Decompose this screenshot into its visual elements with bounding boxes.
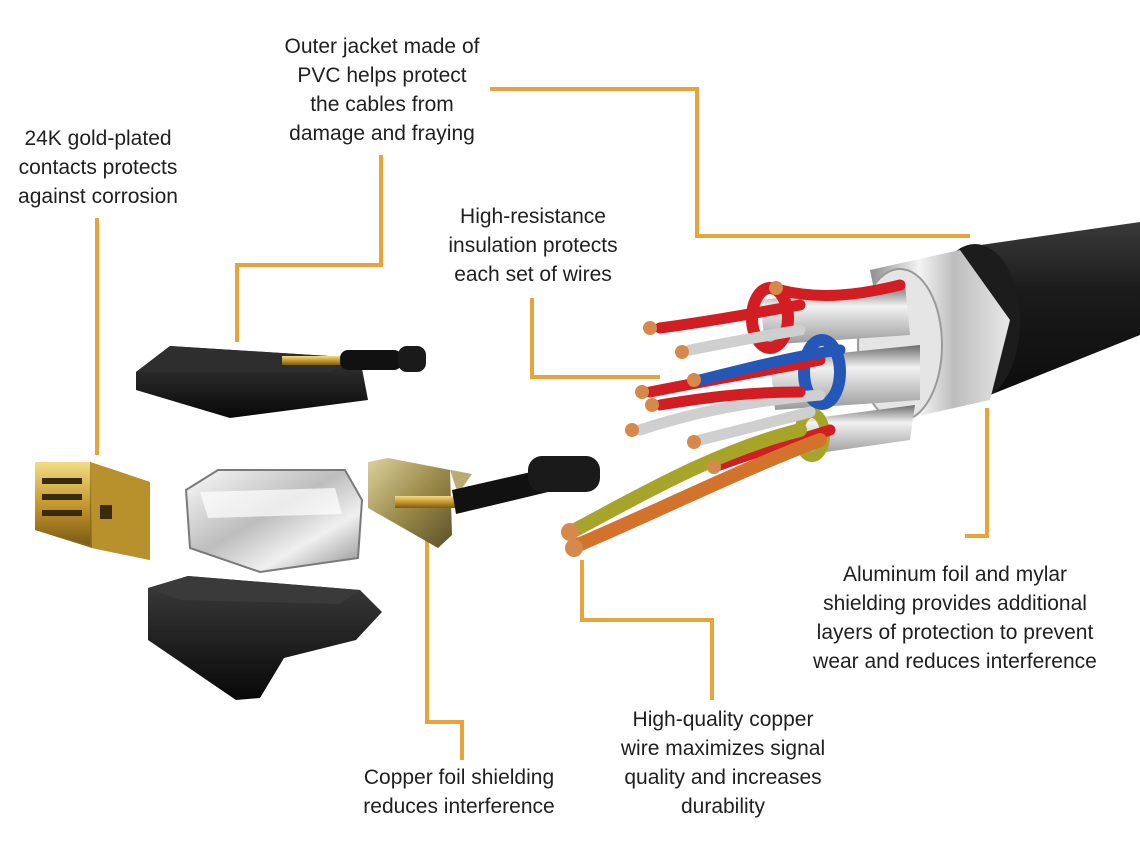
leader-lines xyxy=(95,87,989,760)
leader-insulation xyxy=(530,298,660,379)
callout-gold-contacts: 24K gold-plated contacts protects agains… xyxy=(18,127,178,208)
gold-connector xyxy=(35,462,150,560)
leader-copper-foil-shell xyxy=(235,155,383,342)
brass-shell xyxy=(368,456,600,548)
leader-copper-wire xyxy=(580,560,714,700)
upper-shell xyxy=(136,346,426,418)
lower-shell xyxy=(148,576,382,700)
leader-copper-foil xyxy=(425,535,464,760)
leader-outer-jacket xyxy=(490,87,970,238)
foil-shield-box xyxy=(184,469,364,574)
callout-aluminum-foil: Aluminum foil and mylar shielding provid… xyxy=(813,563,1097,673)
callout-outer-jacket: Outer jacket made of PVC helps protect t… xyxy=(284,35,480,145)
copper-wire-tips xyxy=(561,281,783,557)
individual-wires xyxy=(568,279,906,552)
callout-insulation: High-resistance insulation protects each… xyxy=(448,205,618,286)
callout-copper-wire: High-quality copper wire maximizes signa… xyxy=(620,708,826,818)
leader-aluminum-foil xyxy=(965,408,989,538)
callout-copper-foil: Copper foil shielding reduces interferen… xyxy=(363,766,555,818)
